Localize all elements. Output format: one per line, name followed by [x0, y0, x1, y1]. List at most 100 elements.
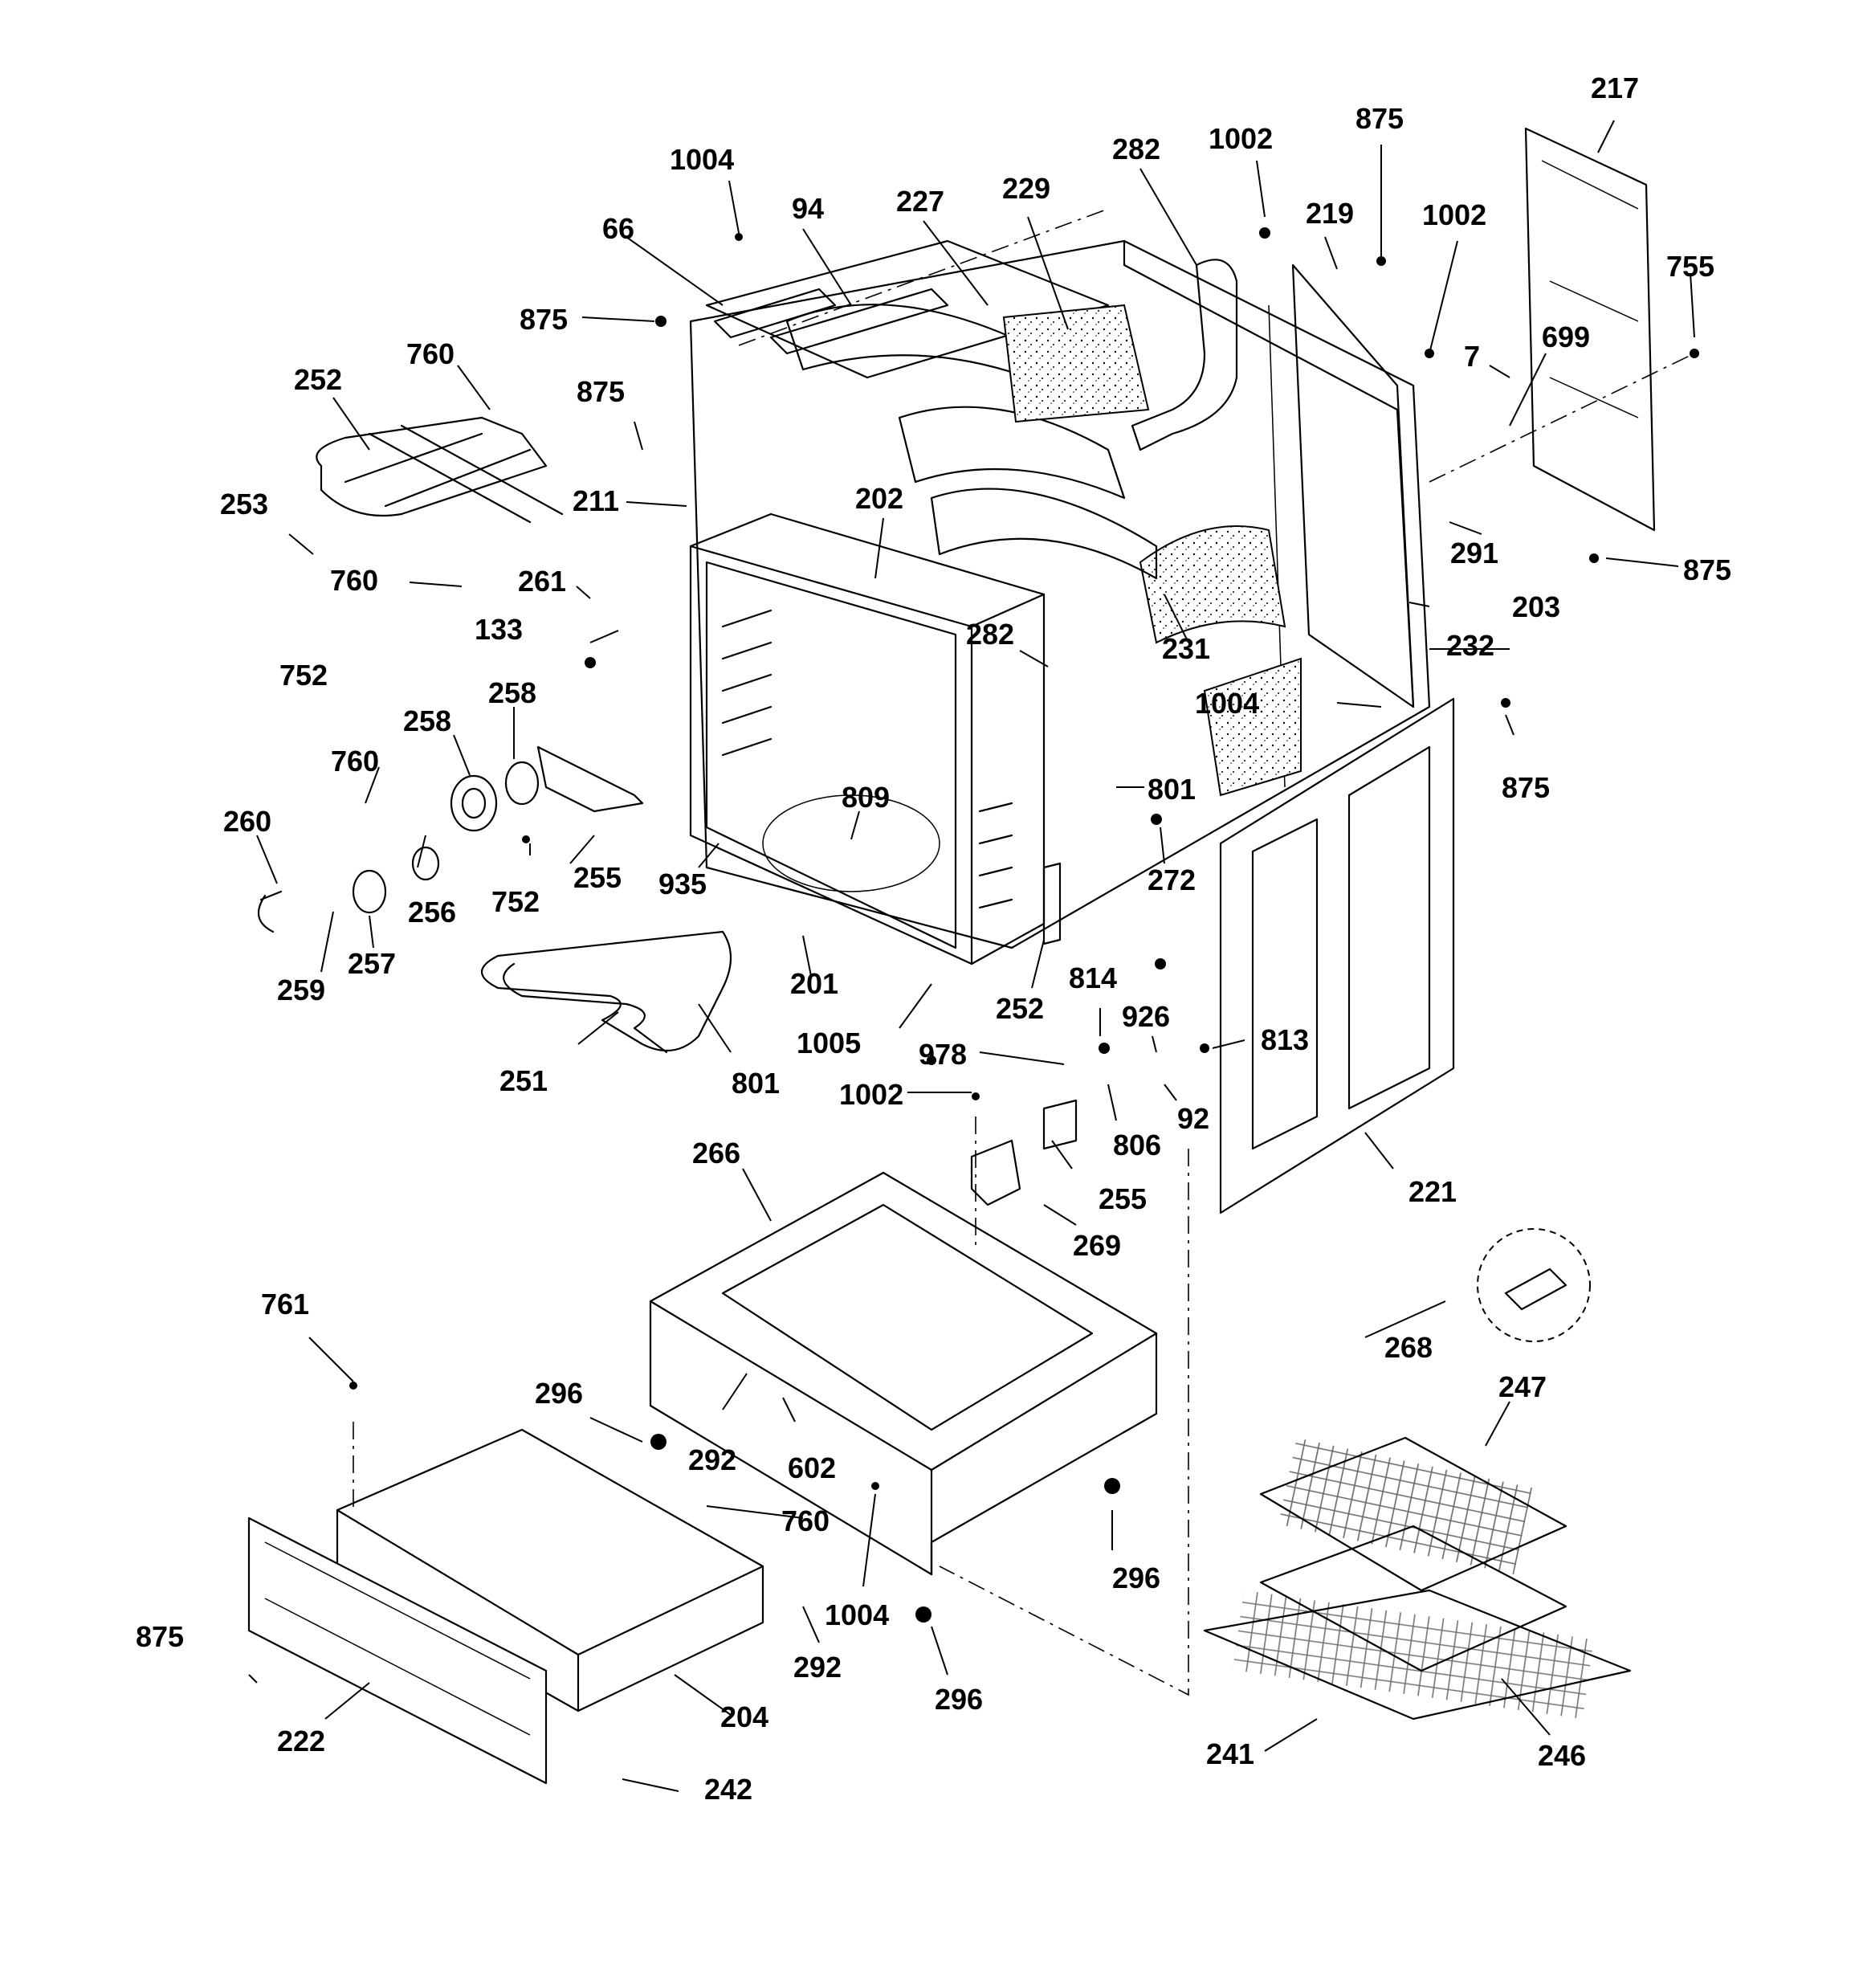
callout: 296: [935, 1683, 983, 1716]
callout: 266: [692, 1137, 740, 1170]
callout: 296: [535, 1377, 583, 1410]
callout: 875: [520, 303, 568, 336]
callout: 809: [842, 781, 890, 814]
callout: 291: [1450, 537, 1498, 569]
detail-circle: [1477, 1228, 1591, 1342]
knob-assembly: [257, 761, 540, 933]
callout: 282: [1112, 133, 1160, 165]
callout: 257: [348, 947, 396, 980]
latch-bracket: [536, 745, 644, 813]
oven-cabinet: [689, 239, 1431, 949]
leader-lines: [248, 120, 1695, 1792]
callout: 926: [1122, 1000, 1170, 1033]
callout: 253: [220, 488, 268, 520]
callout: 229: [1002, 172, 1050, 205]
callout: 1005: [797, 1027, 861, 1059]
callout: 875: [136, 1620, 184, 1653]
callout: 66: [602, 212, 634, 245]
callout: 92: [1177, 1102, 1209, 1135]
callout: 755: [1666, 250, 1714, 283]
callout-labels: 217 875 1002 282 1004 229 227 94 66 219 …: [136, 71, 1731, 1806]
callout: 258: [403, 704, 451, 737]
callout: 247: [1498, 1370, 1547, 1403]
bake-element: [481, 930, 732, 1054]
callout: 1004: [1195, 687, 1259, 720]
callout: 241: [1206, 1737, 1254, 1770]
callout: 261: [518, 565, 566, 598]
callout: 1002: [1209, 122, 1273, 155]
callout: 258: [488, 676, 536, 709]
callout: 227: [896, 185, 944, 218]
callout: 219: [1306, 197, 1354, 230]
callout: 875: [1502, 771, 1550, 804]
callout: 814: [1069, 961, 1117, 994]
callout: 282: [966, 618, 1014, 651]
storage-drawer: [247, 1428, 764, 1785]
callout: 272: [1148, 863, 1196, 896]
callout: 252: [294, 363, 342, 396]
callout: 204: [720, 1700, 768, 1733]
callout: 760: [331, 745, 379, 778]
base-frame: [649, 1171, 1158, 1576]
callout: 252: [996, 992, 1044, 1025]
callout: 256: [408, 896, 456, 929]
fasteners: [349, 227, 1699, 1623]
callout: 978: [919, 1038, 967, 1071]
callout: 1002: [839, 1078, 903, 1111]
callout: 752: [279, 659, 328, 692]
callout: 1004: [670, 143, 734, 176]
callout: 801: [1148, 773, 1196, 806]
callout: 760: [781, 1504, 830, 1537]
callout: 201: [790, 967, 838, 1000]
callout: 760: [330, 564, 378, 597]
callout: 875: [1355, 102, 1404, 135]
front-panel: [1219, 697, 1455, 1214]
callout: 699: [1542, 320, 1590, 353]
callout: 259: [277, 974, 325, 1006]
top-duct-assembly: [705, 239, 1158, 580]
callout: 296: [1112, 1561, 1160, 1594]
callout: 133: [475, 613, 523, 646]
callout: 761: [261, 1288, 309, 1321]
callout: 203: [1512, 590, 1560, 623]
oven-liner: [689, 512, 1046, 965]
callout: 268: [1384, 1331, 1433, 1364]
callout: 260: [223, 805, 271, 838]
broil-element: [316, 416, 564, 524]
callout: 602: [788, 1451, 836, 1484]
callout: 221: [1408, 1175, 1457, 1208]
callout: 752: [491, 885, 540, 918]
callout: 935: [658, 867, 707, 900]
callout: 292: [793, 1651, 842, 1684]
callout: 232: [1446, 629, 1494, 662]
callout: 813: [1261, 1023, 1309, 1056]
hinge-parts: [970, 862, 1078, 1206]
callout: 255: [573, 861, 622, 894]
callout: 269: [1073, 1229, 1121, 1262]
back-panel: [1524, 127, 1656, 532]
callout: 251: [499, 1064, 548, 1097]
callout: 255: [1099, 1182, 1147, 1215]
callout: 211: [573, 484, 619, 517]
alignment-lines: [353, 208, 1695, 1696]
callout: 202: [855, 482, 903, 515]
callout: 242: [704, 1773, 752, 1806]
callout: 875: [1683, 553, 1731, 586]
side-panel: [1291, 263, 1415, 708]
callout: 1002: [1422, 198, 1486, 231]
callout: 292: [688, 1443, 736, 1476]
callout: 231: [1162, 632, 1210, 665]
oven-rack: [1203, 1589, 1632, 1721]
callout: 806: [1113, 1129, 1161, 1161]
callout: 94: [792, 192, 824, 225]
callout: 246: [1538, 1739, 1586, 1772]
vent-duct: [1131, 259, 1238, 451]
callout: 801: [732, 1067, 780, 1100]
callout: 1004: [825, 1598, 889, 1631]
callout: 760: [406, 337, 455, 370]
callout: 222: [277, 1725, 325, 1757]
callout: 217: [1591, 71, 1639, 104]
callout: 875: [577, 375, 625, 408]
callout: 7: [1464, 340, 1480, 373]
